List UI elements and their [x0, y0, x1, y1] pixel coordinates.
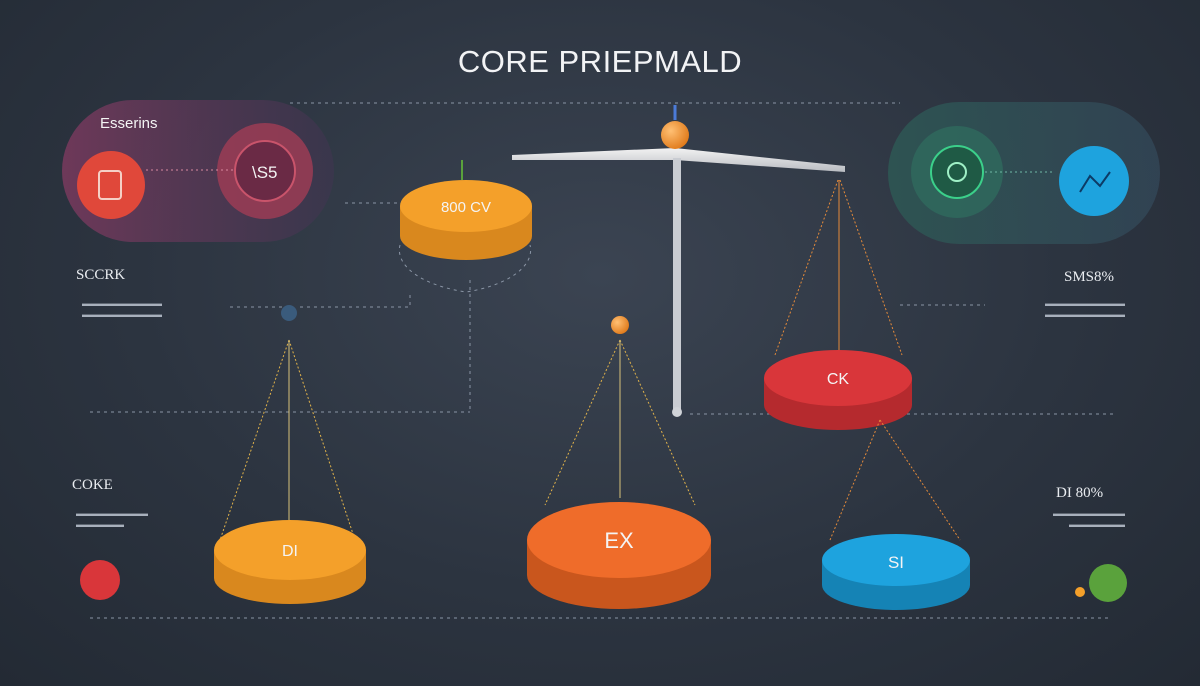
- document-icon: [98, 170, 122, 200]
- left-top-text-block: ▬▬▬▬▬▬▬▬▬▬▬▬▬▬▬▬▬▬▬▬: [82, 299, 162, 319]
- balance-top-ball: [661, 121, 689, 149]
- pan-bottom-left: DI: [214, 305, 366, 604]
- alert-icon: [80, 560, 120, 600]
- left-top-label: SCCRK: [76, 267, 126, 283]
- pan-top-left: 800 CV: [398, 160, 532, 293]
- pan-top-right-label: CK: [827, 371, 850, 388]
- guide-lines: [90, 102, 1115, 619]
- pan-bottom-center-label: EX: [604, 528, 634, 553]
- main-balance: [512, 105, 845, 417]
- page-title: CORE PRIEPMALD: [457, 44, 743, 79]
- pan-top-right: CK: [764, 179, 912, 430]
- right-panel: [888, 102, 1160, 244]
- left-panel: Esserins \S5: [62, 100, 334, 242]
- left-bottom-text-block: ▬▬▬▬▬▬▬▬▬▬▬▬▬▬▬: [76, 509, 148, 529]
- check-icon: [1089, 564, 1127, 602]
- pan-top-left-label: 800 CV: [441, 199, 491, 216]
- pan-bottom-right: SI: [822, 419, 970, 610]
- right-bottom-label: DI 80%: [1056, 485, 1104, 501]
- left-panel-center-text: \S5: [252, 163, 278, 182]
- pan-bottom-left-label: DI: [282, 543, 298, 560]
- right-top-label: SMS8%: [1064, 269, 1115, 285]
- right-top-text-block: ▬▬▬▬▬▬▬▬▬▬▬▬▬▬▬▬▬▬▬▬: [1045, 299, 1125, 319]
- pan-bottom-right-label: SI: [888, 553, 904, 572]
- target-icon: [930, 145, 984, 199]
- left-bottom-label: COKE: [72, 477, 113, 493]
- pan-bottom-center: EX: [527, 316, 711, 609]
- balance-pole: [673, 158, 681, 410]
- left-panel-label: Esserins: [100, 115, 158, 132]
- right-bottom-text-block: ▬▬▬▬▬▬▬▬▬▬▬▬▬▬▬▬: [1053, 509, 1125, 529]
- left-panel-inner-circle: [234, 140, 296, 202]
- left-panel-red-circle: [77, 151, 145, 219]
